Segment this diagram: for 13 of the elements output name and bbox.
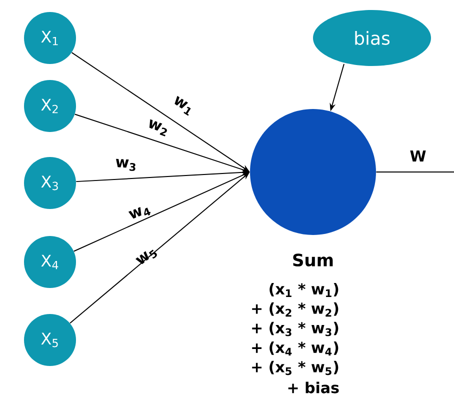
- formula-line: + (x$_{4}$ * w$_{4}$): [252, 341, 338, 356]
- edge-label: w$_{2}$: [149, 119, 167, 136]
- formula-line: + (x$_{5}$ * w$_{5}$): [252, 360, 338, 376]
- sum-circle: [250, 109, 376, 235]
- formula-line: + (x$_{3}$ * w$_{3}$): [252, 322, 338, 336]
- edge-label: w$_{4}$: [128, 207, 151, 219]
- edge-label: w$_{3}$: [116, 158, 136, 171]
- edge-label: w$_{1}$: [174, 96, 191, 116]
- edge-label: W: [410, 150, 426, 162]
- formula-line: (x$_{1}$ * w$_{1}$): [270, 282, 338, 298]
- node-caption: Sum: [293, 254, 333, 266]
- formula-line: + bias: [288, 382, 339, 394]
- formula-line: + (x$_{2}$ * w$_{2}$): [252, 302, 338, 317]
